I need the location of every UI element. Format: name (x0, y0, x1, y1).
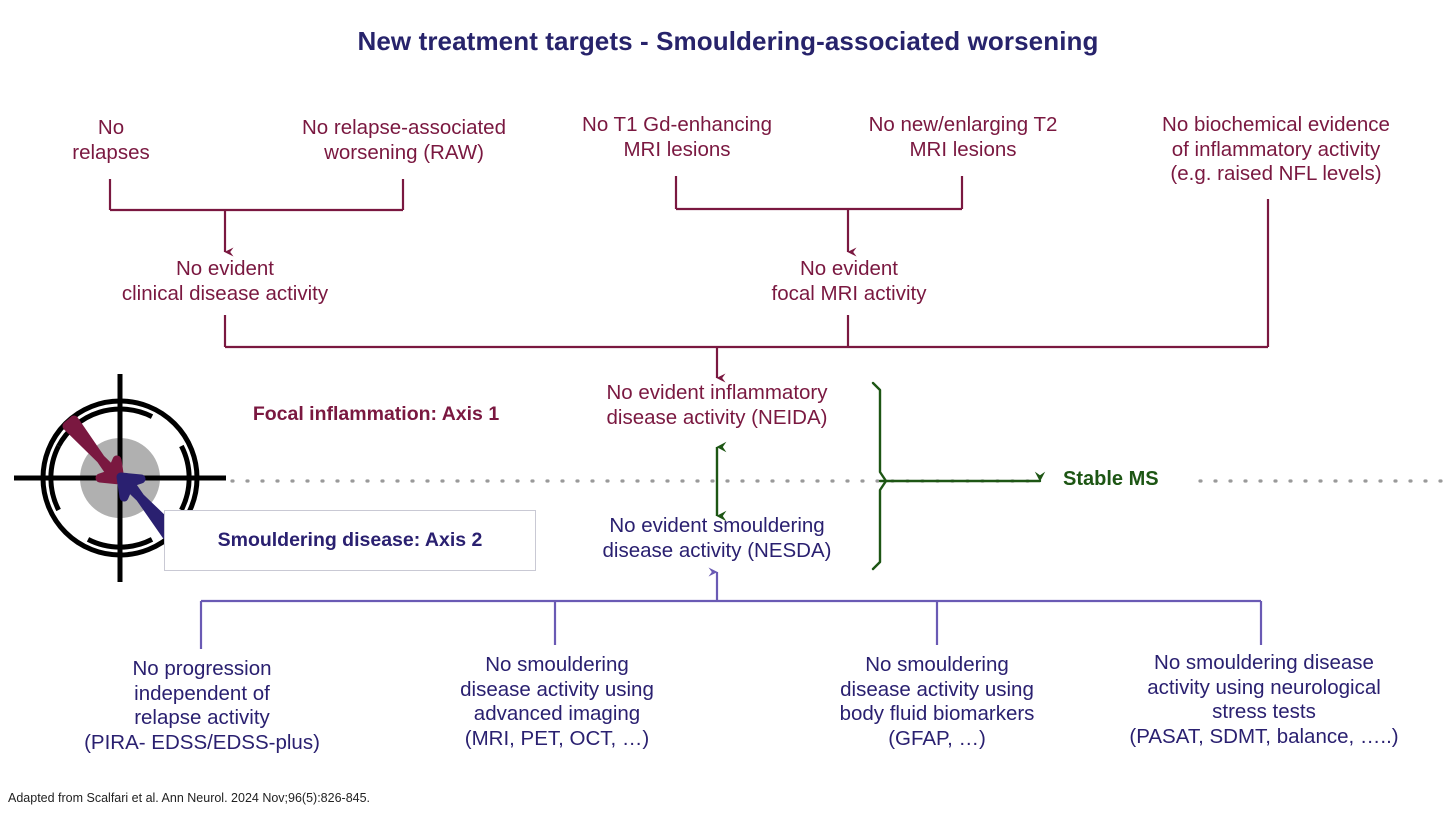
wire-group-clinical (108, 179, 405, 257)
tier3-no-advanced-imaging: No smouldering disease activity using ad… (460, 653, 654, 750)
stable-ms-label: Stable MS (1063, 468, 1159, 490)
tier3-no-pira: No progression independent of relapse ac… (84, 657, 320, 754)
target-crosshair-icon (14, 372, 226, 584)
stable-ms-brace (871, 381, 1046, 571)
tier2-no-evident-clinical: No evident clinical disease activity (121, 257, 329, 305)
wire-group-focal-mri (674, 176, 964, 257)
tier1-no-t1-gd: No T1 Gd-enhancing MRI lesions (582, 113, 772, 161)
core-neida: No evident inflammatory disease activity… (606, 381, 828, 429)
axis-2-label-box: Smouldering disease: Axis 2 (164, 510, 536, 571)
tier3-no-body-fluid: No smouldering disease activity using bo… (839, 653, 1035, 750)
core-nesda: No evident smouldering disease activity … (602, 514, 832, 562)
tier2-no-evident-focal-mri: No evident focal MRI activity (771, 257, 927, 305)
page-title: New treatment targets - Smouldering-asso… (357, 26, 1099, 56)
tier1-no-new-t2: No new/enlarging T2 MRI lesions (868, 113, 1058, 161)
axis-2-label: Smouldering disease: Axis 2 (217, 529, 483, 551)
tier1-no-relapses: No relapses (72, 116, 150, 164)
tier1-no-biochemical: No biochemical evidence of inflammatory … (1162, 113, 1390, 186)
tier1-no-raw: No relapse-associated worsening (RAW) (302, 116, 506, 164)
tier3-no-stress-tests: No smouldering disease activity using ne… (1129, 651, 1399, 748)
source-attribution: Adapted from Scalfari et al. Ann Neurol.… (8, 791, 371, 805)
maroon-arrow-icon (62, 415, 125, 485)
axis-1-label: Focal inflammation: Axis 1 (252, 403, 500, 425)
navy-arrow-icon (116, 472, 179, 541)
wire-group-nesda (199, 567, 1263, 649)
